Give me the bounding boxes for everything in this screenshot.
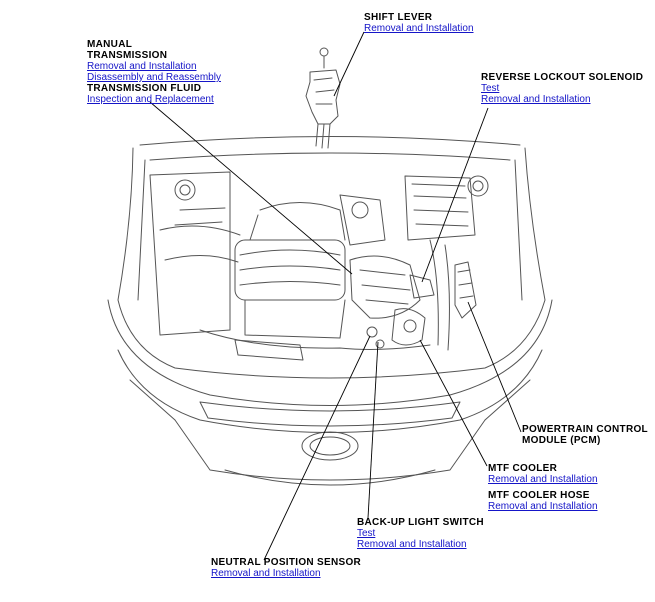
transmission-fluid-title: TRANSMISSION FLUID <box>87 83 202 94</box>
car-body-outline <box>107 136 553 486</box>
neutral-position-sensor-title: NEUTRAL POSITION SENSOR <box>211 557 362 568</box>
shift-lever-drawing <box>305 47 341 149</box>
shift-lever-title: SHIFT LEVER <box>364 12 433 23</box>
leader-lines <box>149 31 522 561</box>
backup-light-switch-removal-link[interactable]: Removal and Installation <box>357 539 467 550</box>
manual-transmission-title-line2: TRANSMISSION <box>87 50 168 61</box>
reverse-lockout-solenoid-removal-link[interactable]: Removal and Installation <box>481 94 591 105</box>
manual-transmission-removal-link[interactable]: Removal and Installation <box>87 61 197 72</box>
reverse-lockout-solenoid-test-link[interactable]: Test <box>481 83 500 94</box>
manual-transmission-callout: MANUAL TRANSMISSION Removal and Installa… <box>87 39 221 105</box>
mtf-cooler-hose-removal-link[interactable]: Removal and Installation <box>488 501 598 512</box>
mtf-cooler-hose-title: MTF COOLER HOSE <box>488 490 590 501</box>
shift-lever-removal-link[interactable]: Removal and Installation <box>364 23 474 34</box>
backup-light-switch-title: BACK-UP LIGHT SWITCH <box>357 517 484 528</box>
mtf-cooler-removal-link[interactable]: Removal and Installation <box>488 474 598 485</box>
backup-light-switch-callout: BACK-UP LIGHT SWITCH Test Removal and In… <box>357 517 484 550</box>
pcm-title-line1: POWERTRAIN CONTROL <box>522 424 648 435</box>
transmission-fluid-inspection-link[interactable]: Inspection and Replacement <box>87 94 214 105</box>
engine-compartment <box>149 171 489 361</box>
shift-lever-callout: SHIFT LEVER Removal and Installation <box>364 12 474 34</box>
reverse-lockout-solenoid-callout: REVERSE LOCKOUT SOLENOID Test Removal an… <box>481 72 643 105</box>
backup-light-switch-test-link[interactable]: Test <box>357 528 376 539</box>
manual-transmission-title-line1: MANUAL <box>87 39 133 50</box>
reverse-lockout-solenoid-title: REVERSE LOCKOUT SOLENOID <box>481 72 644 83</box>
pcm-title-line2: MODULE (PCM) <box>522 435 601 446</box>
neutral-position-sensor-removal-link[interactable]: Removal and Installation <box>211 568 321 579</box>
pcm-callout: POWERTRAIN CONTROL MODULE (PCM) <box>522 424 648 446</box>
mtf-cooler-title: MTF COOLER <box>488 463 558 474</box>
neutral-position-sensor-callout: NEUTRAL POSITION SENSOR Removal and Inst… <box>211 557 361 579</box>
manual-transmission-disassembly-link[interactable]: Disassembly and Reassembly <box>87 72 221 83</box>
mtf-cooler-callout: MTF COOLER Removal and Installation MTF … <box>488 463 598 512</box>
